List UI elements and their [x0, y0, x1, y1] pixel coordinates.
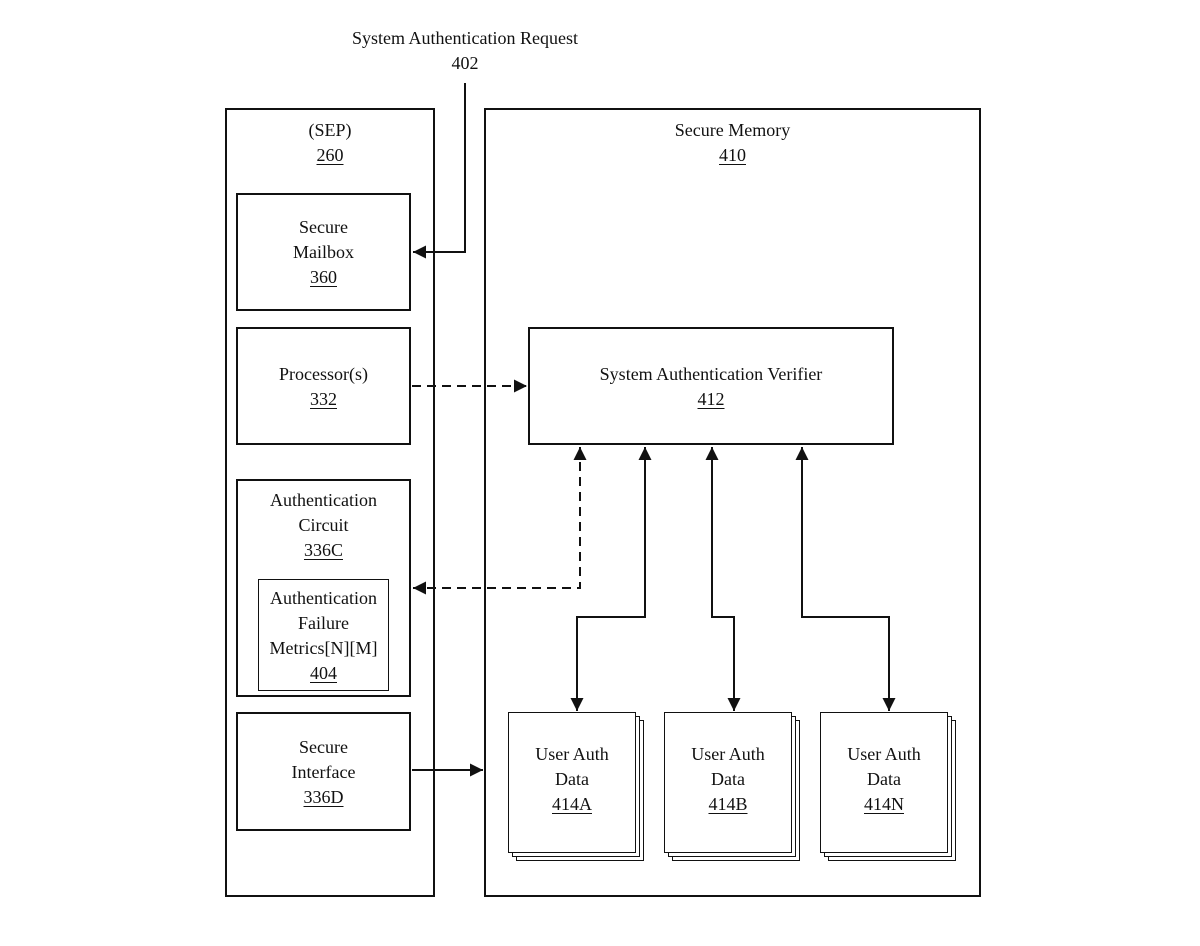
user-auth-data-n-ref: 414N	[864, 794, 904, 814]
secure-interface-line1: Secure	[299, 737, 348, 757]
sep-title: (SEP)	[308, 120, 352, 140]
verifier-label: System Authentication Verifier 412	[528, 362, 894, 412]
auth-circuit-label: Authentication Circuit 336C	[236, 488, 411, 563]
auth-circuit-ref: 336C	[303, 540, 343, 560]
secure-memory-title: Secure Memory	[674, 120, 791, 140]
secure-interface-line2: Interface	[291, 762, 356, 782]
user-auth-data-b-box	[664, 712, 792, 853]
failure-metrics-box	[258, 579, 389, 691]
user-auth-data-a-label: User Auth Data 414A	[508, 742, 636, 817]
request-to-mailbox-arrow	[413, 83, 466, 259]
verifier-to-user-auth-b-arrow	[705, 447, 741, 711]
failure-metrics-label: Authentication Failure Metrics[N][M] 404	[250, 586, 397, 686]
request-label: System Authentication Request 402	[300, 26, 630, 76]
verifier-box	[528, 327, 894, 445]
failure-metrics-line3: Metrics[N][M]	[269, 638, 378, 658]
user-auth-data-a-line1: User Auth	[535, 744, 609, 764]
user-auth-data-a-line2: Data	[555, 769, 589, 789]
secure-interface-box	[236, 712, 411, 831]
user-auth-data-b-label: User Auth Data 414B	[664, 742, 792, 817]
secure-memory-ref: 410	[719, 145, 746, 165]
verifier-to-user-auth-a-arrow	[570, 447, 652, 711]
processor-ref: 332	[310, 389, 337, 409]
failure-metrics-ref: 404	[310, 663, 337, 683]
sep-ref: 260	[316, 145, 344, 165]
user-auth-data-a-ref: 414A	[552, 794, 592, 814]
user-auth-data-b-ref: 414B	[708, 794, 748, 814]
processor-title: Processor(s)	[279, 364, 368, 384]
verifier-ref: 412	[697, 389, 725, 409]
processor-box	[236, 327, 411, 445]
user-auth-data-n-line1: User Auth	[847, 744, 921, 764]
secure-interface-label: Secure Interface 336D	[236, 735, 411, 810]
secure-mailbox-box	[236, 193, 411, 311]
failure-metrics-line2: Failure	[298, 613, 349, 633]
user-auth-data-n-label: User Auth Data 414N	[820, 742, 948, 817]
failure-metrics-line1: Authentication	[270, 588, 377, 608]
secure-interface-ref: 336D	[303, 787, 344, 807]
mailbox-line2: Mailbox	[293, 242, 354, 262]
request-ref: 402	[451, 53, 479, 73]
verifier-to-user-auth-n-arrow	[795, 447, 896, 711]
auth-circuit-line1: Authentication	[270, 490, 377, 510]
request-title: System Authentication Request	[352, 28, 578, 48]
sep-label: (SEP) 260	[225, 118, 435, 168]
auth-circuit-line2: Circuit	[298, 515, 349, 535]
user-auth-data-n-box	[820, 712, 948, 853]
mailbox-line1: Secure	[299, 217, 348, 237]
secure-memory-label: Secure Memory 410	[484, 118, 981, 168]
verifier-to-auth-circuit-arrow	[413, 447, 587, 595]
processor-label: Processor(s) 332	[236, 362, 411, 412]
user-auth-data-a-box	[508, 712, 636, 853]
mailbox-label: Secure Mailbox 360	[236, 215, 411, 290]
user-auth-data-n-line2: Data	[867, 769, 901, 789]
user-auth-data-b-line2: Data	[711, 769, 745, 789]
mailbox-ref: 360	[310, 267, 337, 287]
user-auth-data-b-line1: User Auth	[691, 744, 765, 764]
verifier-title: System Authentication Verifier	[599, 364, 823, 384]
